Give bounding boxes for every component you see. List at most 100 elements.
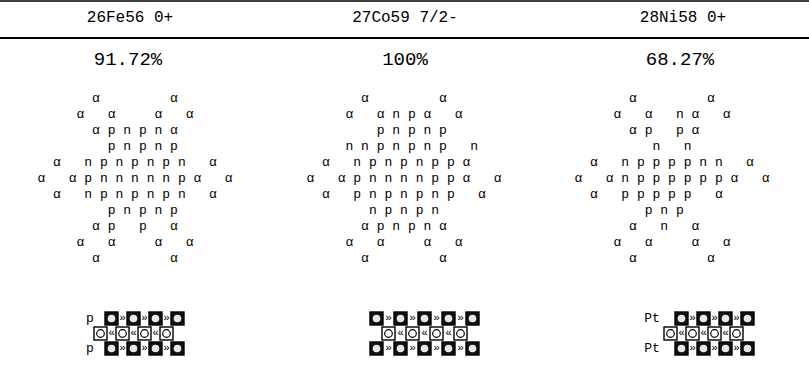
lattice-row-slot: α n p p p p n n α [590,155,754,170]
lattice-row: α p n p n α [92,123,178,138]
right-chevron-slot: » [711,312,718,325]
lattice-row-slot: α p n p n α [92,123,178,138]
filled-square [127,312,140,325]
lattice-row-slot: α n α [629,219,699,234]
right-chevron-slot: » [385,342,392,355]
right-chevron: » [733,312,740,325]
lattice-row-slot: α α n α α [614,107,731,122]
square-dot [711,330,719,338]
square-body [406,327,419,340]
lattice-row: α n p p p p n n α [590,155,754,170]
lattice-row-slot: α n p n p n p p α [322,155,470,170]
square-dot [421,345,429,353]
left-chevron-slot: « [421,327,428,340]
left-chevron: « [700,327,707,340]
right-chevron-slot: » [119,312,126,325]
lattice-row-slot: α α α α [346,235,463,250]
square-dot [141,330,149,338]
left-chevron: « [421,327,428,340]
right-chevron-slot: » [119,342,126,355]
square-body [171,342,184,355]
isotope-mark-slot: Pt [644,341,660,356]
right-chevron-slot: » [163,312,170,325]
square-dot [469,345,477,353]
square-body [708,327,721,340]
lattice-row: α α [361,251,447,266]
right-chevron: » [119,342,126,355]
right-chevron: » [711,342,718,355]
square-dot [174,315,182,323]
right-chevron-slot: » [689,312,696,325]
square-body [127,342,140,355]
open-square [454,327,467,340]
lattice-row: α n p n p n p n α [53,155,217,170]
square-body [719,312,732,325]
square-body [466,342,479,355]
filled-square [394,342,407,355]
lattice-row: α p p α [92,219,178,234]
square-body [697,312,710,325]
right-chevron-slot: » [457,312,464,325]
right-chevron: » [141,312,148,325]
nuclide-header-slot: 28Ni58 0+ [640,9,726,27]
lattice-row: α α n α α [614,107,731,122]
open-square [160,327,173,340]
lattice-row: n p n p n [369,203,439,218]
square-body [719,342,732,355]
lattice-row: α α α α [614,235,731,250]
nuclide-header: 28Ni58 0+ [640,9,726,27]
square-dot [722,315,730,323]
right-chevron: » [119,312,126,325]
square-body [442,342,455,355]
square-dot [97,330,105,338]
right-chevron: » [409,312,416,325]
square-dot [385,330,393,338]
lattice-row-slot: α α [629,91,715,106]
square-dot [689,330,697,338]
square-dot [445,345,453,353]
lattice-row-slot: α α n p α α [346,107,463,122]
right-chevron: » [457,342,464,355]
square-body [418,312,431,325]
open-square [94,327,107,340]
right-chevron: » [409,342,416,355]
lattice-row: α α α α [77,107,194,122]
lattice-row: α p p α [629,123,699,138]
open-square [686,327,699,340]
lattice-row: α n p n p n p p α [322,155,470,170]
lattice-row: n n p n p n p n [346,139,479,154]
lattice-row: p n p n p [377,123,447,138]
nuclide-header: 27Co59 7/2- [352,9,458,27]
lattice-row-slot: n n [653,139,692,154]
square-dot [174,345,182,353]
open-square [730,327,743,340]
filled-square [418,342,431,355]
square-body [370,342,383,355]
filled-square [171,312,184,325]
lattice-row-slot: α α α α [77,107,194,122]
square-body [442,312,455,325]
square-body [160,327,173,340]
square-body [697,342,710,355]
lattice-row: p n p n p [108,203,178,218]
filled-square [442,312,455,325]
lattice-row-slot: α p n p n p n p α [322,187,486,202]
open-square [664,327,677,340]
right-chevron-slot: » [433,342,440,355]
lattice-row: α p n p n α [361,219,447,234]
right-chevron: » [711,312,718,325]
lattice-row: α α n p p p p p p α α [575,171,770,186]
lattice-row: α p n p n p n p α [322,187,486,202]
filled-square [370,312,383,325]
right-chevron-slot: » [689,342,696,355]
left-chevron-slot: « [152,327,159,340]
filled-square [741,342,754,355]
square-body [105,312,118,325]
square-body [149,342,162,355]
left-chevron: « [678,327,685,340]
lattice-row: α n p n p n p n α [53,187,217,202]
right-chevron-slot: » [163,342,170,355]
right-chevron-slot: » [409,312,416,325]
square-dot [744,345,752,353]
square-body [454,327,467,340]
